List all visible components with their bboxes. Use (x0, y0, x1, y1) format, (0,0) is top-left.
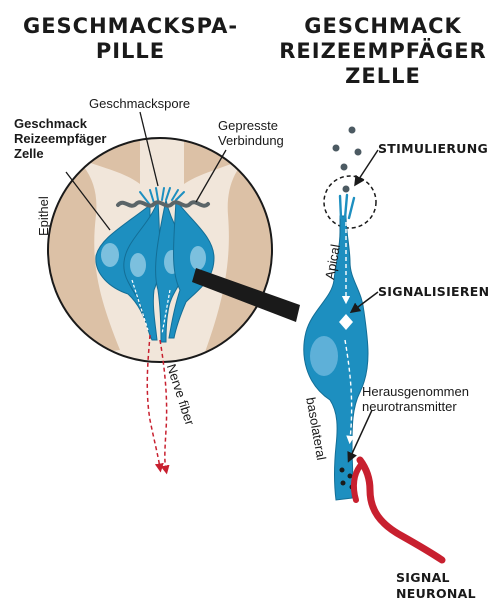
stimulus-molecules (333, 127, 362, 193)
cell-label-line-3: Zelle (14, 146, 106, 161)
neuron-branch (354, 466, 360, 500)
stimulation-label: STIMULIERUNG (378, 141, 488, 156)
cell-label: Geschmack Reizeempfäger Zelle (14, 116, 106, 161)
junction-label: Gepresste Verbindung (218, 118, 284, 148)
junction-label-line-1: Gepresste (218, 118, 284, 133)
pore-label: Geschmackspore (89, 96, 190, 111)
neuron-fiber (360, 460, 442, 560)
signal-neuronal-label: SIGNAL NEURONAL (396, 570, 476, 602)
nucleus (310, 336, 338, 376)
cell-label-line-1: Geschmack (14, 116, 106, 131)
signaling-label: SIGNALISIEREN (378, 284, 489, 299)
released-label: Herausgenommen neurotransmitter (362, 384, 469, 414)
junction-label-line-2: Verbindung (218, 133, 284, 148)
signal-neuronal-line-1: SIGNAL (396, 570, 476, 586)
released-label-line-1: Herausgenommen (362, 384, 469, 399)
zoomed-microvilli (340, 195, 354, 218)
signal-neuronal-line-2: NEURONAL (396, 586, 476, 602)
cell-label-line-2: Reizeempfäger (14, 131, 106, 146)
stimulation-zone (324, 176, 376, 228)
released-label-line-2: neurotransmitter (362, 399, 469, 414)
epithel-label: Epithel (36, 196, 51, 236)
